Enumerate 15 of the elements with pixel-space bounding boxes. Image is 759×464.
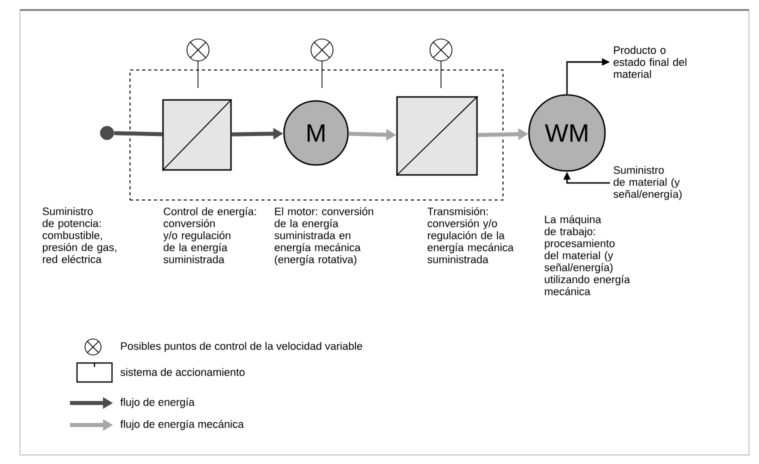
legend-text: flujo de energía [120,398,195,408]
caption-text: La máquina de trabajo: procesamiento del material (y señal/energía) utilizando energía mecánica [544,215,630,296]
converter-box [396,96,478,176]
converter-box [162,98,232,172]
caption-text: Control de energía: conversión y/o regulación de la energía suministrada [163,207,256,264]
legend-text: flujo de energía mecánica [120,420,244,430]
output-text: Producto o estado final del material [614,46,686,78]
supply-dot [100,126,114,140]
caption-text: Suministro de potencia: combustible, presión de gas, red eléctrica [42,207,116,264]
drive-system-box [130,69,504,200]
legend-text: sistema de accionamiento [120,368,245,376]
input-text: Suministro de material (y señal/energía) [614,166,682,200]
caption-text: Transmisión: conversión y/o regulación de la energía mecánica suministrada [427,207,514,264]
legend-text: Posibles puntos de control de la velocidad variable [121,342,362,352]
caption-text: El motor: conversión de la energía suministrada en energía mecánica (energía rotativa) [274,207,374,266]
